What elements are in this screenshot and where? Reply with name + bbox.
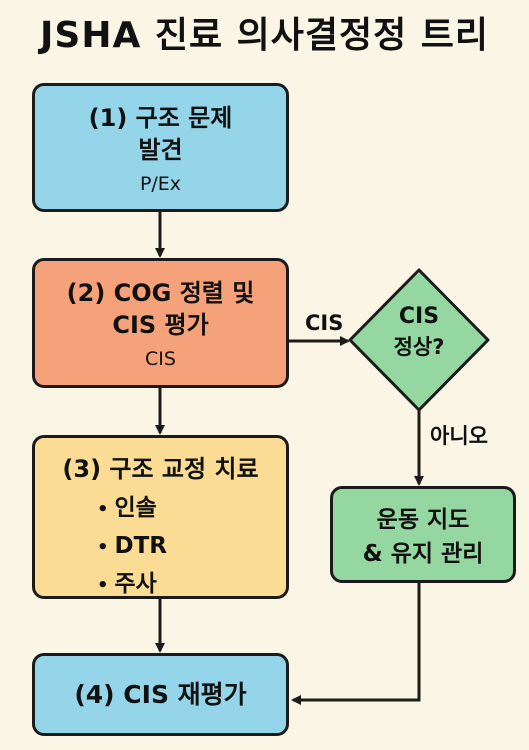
- step1-sub: P/Ex: [139, 173, 182, 195]
- step4-box: (4) CIS 재평가: [32, 653, 289, 736]
- step1-box: (1) 구조 문제 발견 P/Ex: [32, 83, 289, 212]
- edge-label-no: 아니오: [430, 424, 488, 448]
- bullet-dot-icon: •: [97, 537, 109, 558]
- decision-line2: 정상?: [393, 335, 445, 359]
- exercise-title: 운동 지도: [376, 507, 470, 533]
- bullet-item: •주사: [97, 566, 286, 604]
- bullet-item: •인솔: [97, 490, 286, 528]
- decision-line1: CIS: [398, 304, 440, 329]
- step2-title-cont: CIS 평가: [112, 311, 209, 339]
- bullet-dot-icon: •: [97, 499, 109, 520]
- step3-title: (3) 구조 교정 치료: [62, 455, 259, 483]
- edge-label-cis: CIS: [305, 311, 344, 335]
- step3-box: (3) 구조 교정 치료 •인솔 •DTR •주사: [32, 435, 289, 599]
- step1-title: (1) 구조 문제: [88, 104, 233, 132]
- arrow-exercise-to-step4: [291, 583, 421, 705]
- step3-bullet-list: •인솔 •DTR •주사: [35, 490, 286, 604]
- step2-box: (2) COG 정렬 및 CIS 평가 CIS: [32, 258, 289, 388]
- decision-label: CIS 정상?: [350, 302, 488, 362]
- exercise-box: 운동 지도 & 유지 관리: [330, 486, 516, 583]
- bullet-text: 인솔: [114, 495, 157, 521]
- bullet-dot-icon: •: [97, 575, 109, 596]
- step2-sub: CIS: [145, 348, 176, 370]
- bullet-item: •DTR: [97, 528, 286, 566]
- bullet-text: 주사: [114, 571, 157, 597]
- step4-title: (4) CIS 재평가: [74, 680, 247, 709]
- step2-title: (2) COG 정렬 및: [66, 279, 255, 307]
- step1-title-cont: 발견: [138, 136, 183, 164]
- exercise-title-cont: & 유지 관리: [362, 541, 484, 567]
- page-title: JSHA 진료 의사결정정 트리: [40, 15, 489, 56]
- bullet-text: DTR: [114, 533, 168, 559]
